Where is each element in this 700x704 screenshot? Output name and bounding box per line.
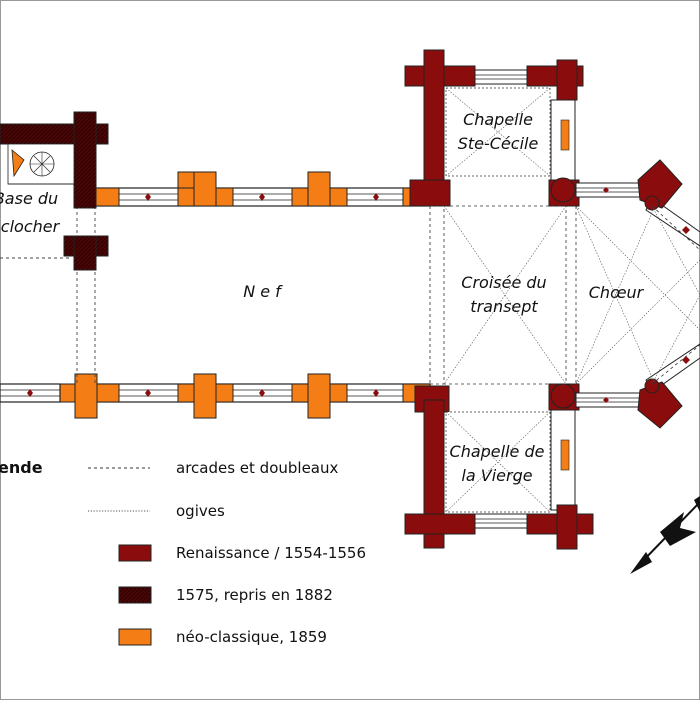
north-arrow-icon	[630, 496, 700, 574]
choir-structure	[575, 159, 700, 429]
chapelle-vierge-structure	[404, 383, 594, 550]
label-croisee-2: transept	[470, 297, 538, 316]
legend-label-ogives: ogives	[176, 502, 225, 520]
legend-item-ogives: ogives	[88, 502, 225, 520]
label-nef: N e f	[243, 282, 283, 301]
nave-north-wall	[94, 171, 431, 207]
legend-item-arcades: arcades et doubleaux	[88, 459, 339, 477]
legend-swatch-neoclassique	[118, 628, 152, 646]
legend-label-arcades: arcades et doubleaux	[176, 459, 339, 477]
legend-swatch-renaissance	[118, 544, 152, 562]
nave-south-wall	[0, 373, 431, 419]
label-choeur: Chœur	[589, 283, 645, 302]
legend-swatch-1575	[118, 586, 152, 604]
label-chapelle-cecile-1: Chapelle	[463, 110, 533, 129]
legend-label-renaissance: Renaissance / 1554-1556	[176, 544, 366, 562]
legend-item-renaissance: Renaissance / 1554-1556	[118, 544, 366, 562]
legend: ende arcades et doubleaux ogives Renaiss…	[0, 458, 366, 646]
label-chapelle-cecile-2: Ste-Cécile	[458, 134, 539, 153]
chapelle-ste-cecile-structure	[404, 49, 584, 207]
spiral-staircase	[7, 143, 75, 185]
nave-arcade-lines	[0, 206, 431, 384]
label-base-clocher-2: clocher	[1, 217, 61, 236]
label-chapelle-vierge-2: la Vierge	[461, 466, 532, 485]
label-base-clocher-1: Base du	[0, 189, 58, 208]
legend-label-1575: 1575, repris en 1882	[176, 586, 333, 604]
bell-tower	[0, 111, 109, 271]
crossing-vault	[430, 205, 567, 385]
room-labels: Chapelle Ste-Cécile Base du clocher N e …	[0, 110, 645, 485]
legend-item-1575: 1575, repris en 1882	[118, 586, 333, 604]
legend-item-neoclassique: néo-classique, 1859	[118, 628, 327, 646]
label-chapelle-vierge-1: Chapelle de	[450, 442, 545, 461]
legend-label-neoclassique: néo-classique, 1859	[176, 628, 327, 646]
legend-title: ende	[0, 458, 43, 477]
label-croisee-1: Croisée du	[461, 273, 546, 292]
